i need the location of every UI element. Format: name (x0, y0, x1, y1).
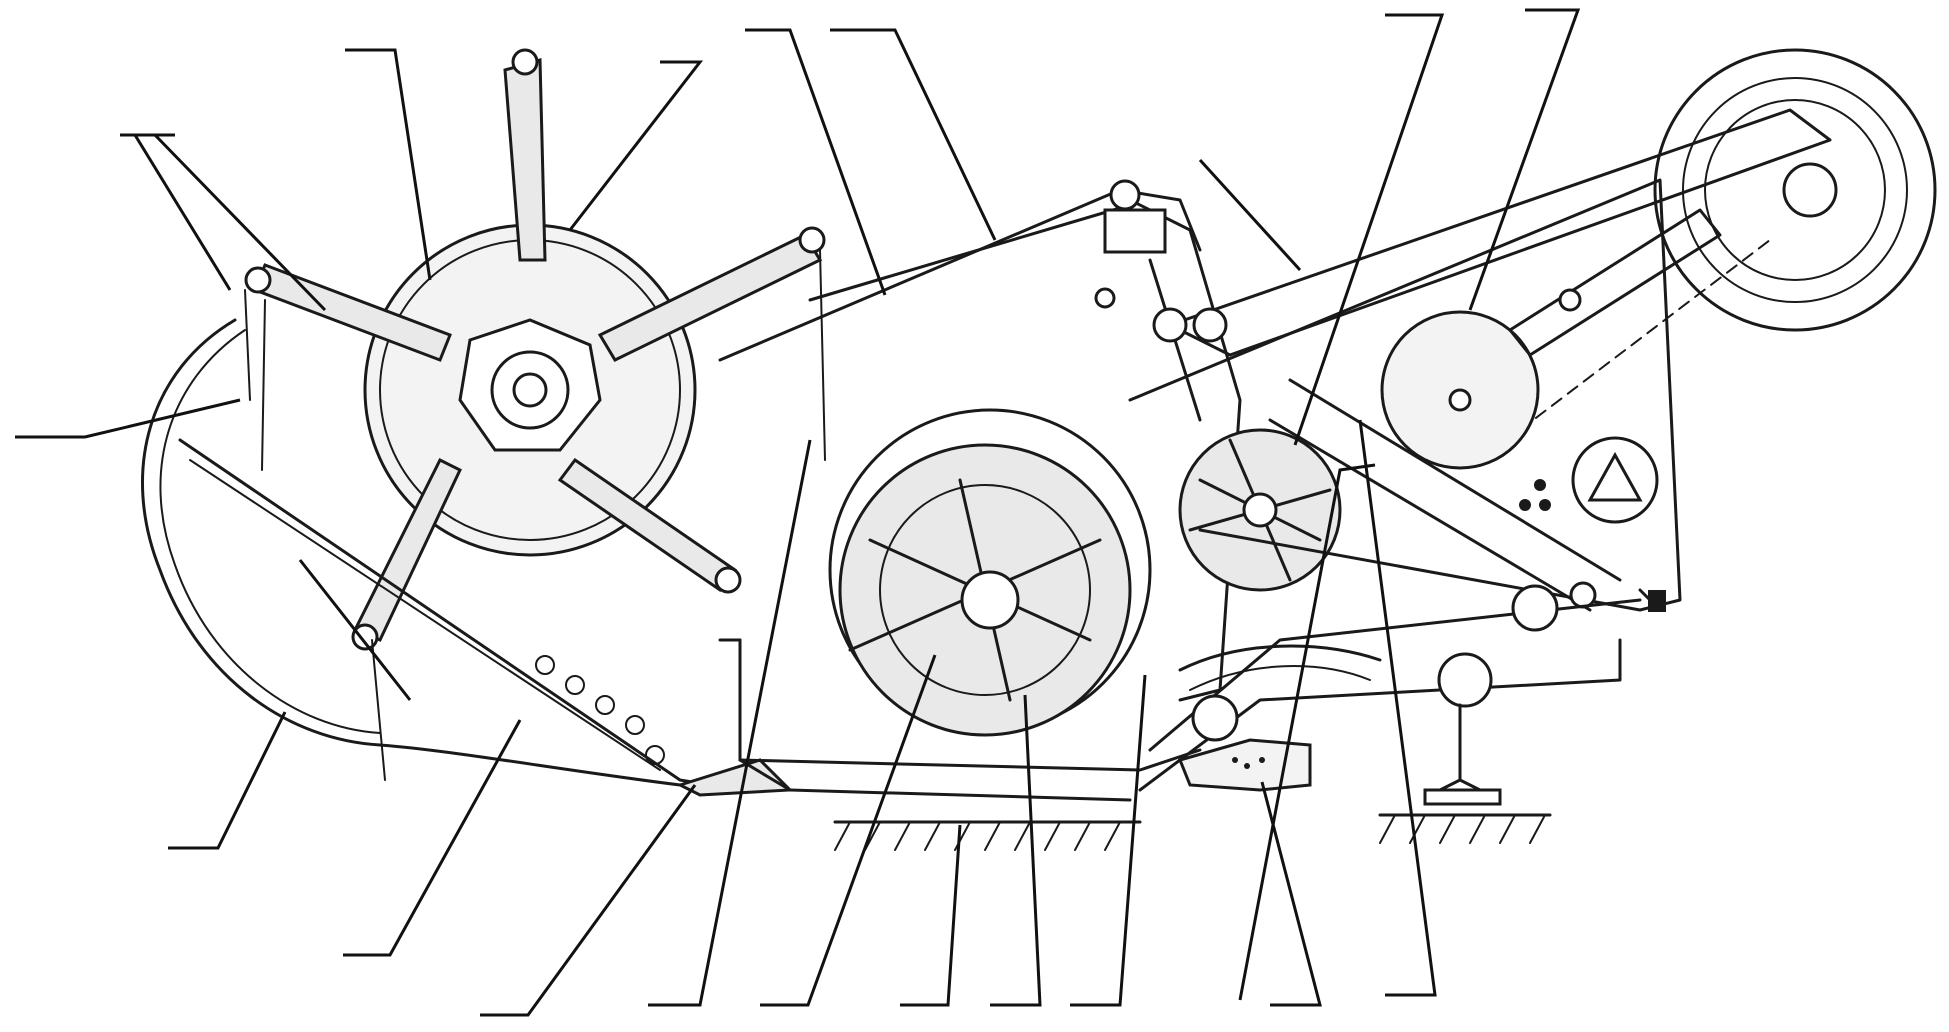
callout-9 (1468, 8, 1581, 311)
callout-19 (1358, 419, 1437, 997)
concave (1178, 644, 1382, 672)
support-roller-left (1191, 694, 1239, 742)
callout-13 (648, 439, 812, 1007)
chassis (833, 584, 1642, 851)
callout-7 (1198, 158, 1302, 272)
callout-14 (760, 654, 937, 1007)
callout-5 (745, 28, 887, 296)
support-stand (1438, 703, 1482, 792)
elevator-conveyor (1128, 48, 1937, 612)
reel-outer-loop (141, 318, 682, 787)
callout-6 (830, 28, 997, 241)
callout-18 (1260, 781, 1322, 1007)
callout-extra (298, 463, 1376, 1001)
cutterbar-tip (676, 758, 794, 797)
elevator-housing (1128, 178, 1682, 612)
callout-8 (1293, 13, 1445, 446)
callout-3 (345, 48, 432, 281)
header-frame (178, 188, 1202, 802)
callout-10 (168, 711, 287, 850)
callout-2 (15, 398, 241, 439)
callout-12 (480, 784, 697, 1017)
callout-17 (1070, 674, 1147, 1007)
feeder-house (1094, 179, 1382, 702)
support-roller-right (1437, 652, 1493, 708)
tension-roller (1511, 584, 1559, 632)
ground-hatch-left (833, 820, 1142, 851)
callout-11 (343, 719, 522, 957)
callout-16 (990, 694, 1042, 1007)
callout-15 (900, 824, 962, 1007)
callout-leaders (15, 8, 1581, 1017)
ground-hatch-right (1378, 813, 1552, 844)
reel-assembly (141, 48, 826, 787)
callout-4 (568, 60, 704, 231)
reel-arms (244, 48, 826, 651)
callout-1 (120, 133, 327, 312)
